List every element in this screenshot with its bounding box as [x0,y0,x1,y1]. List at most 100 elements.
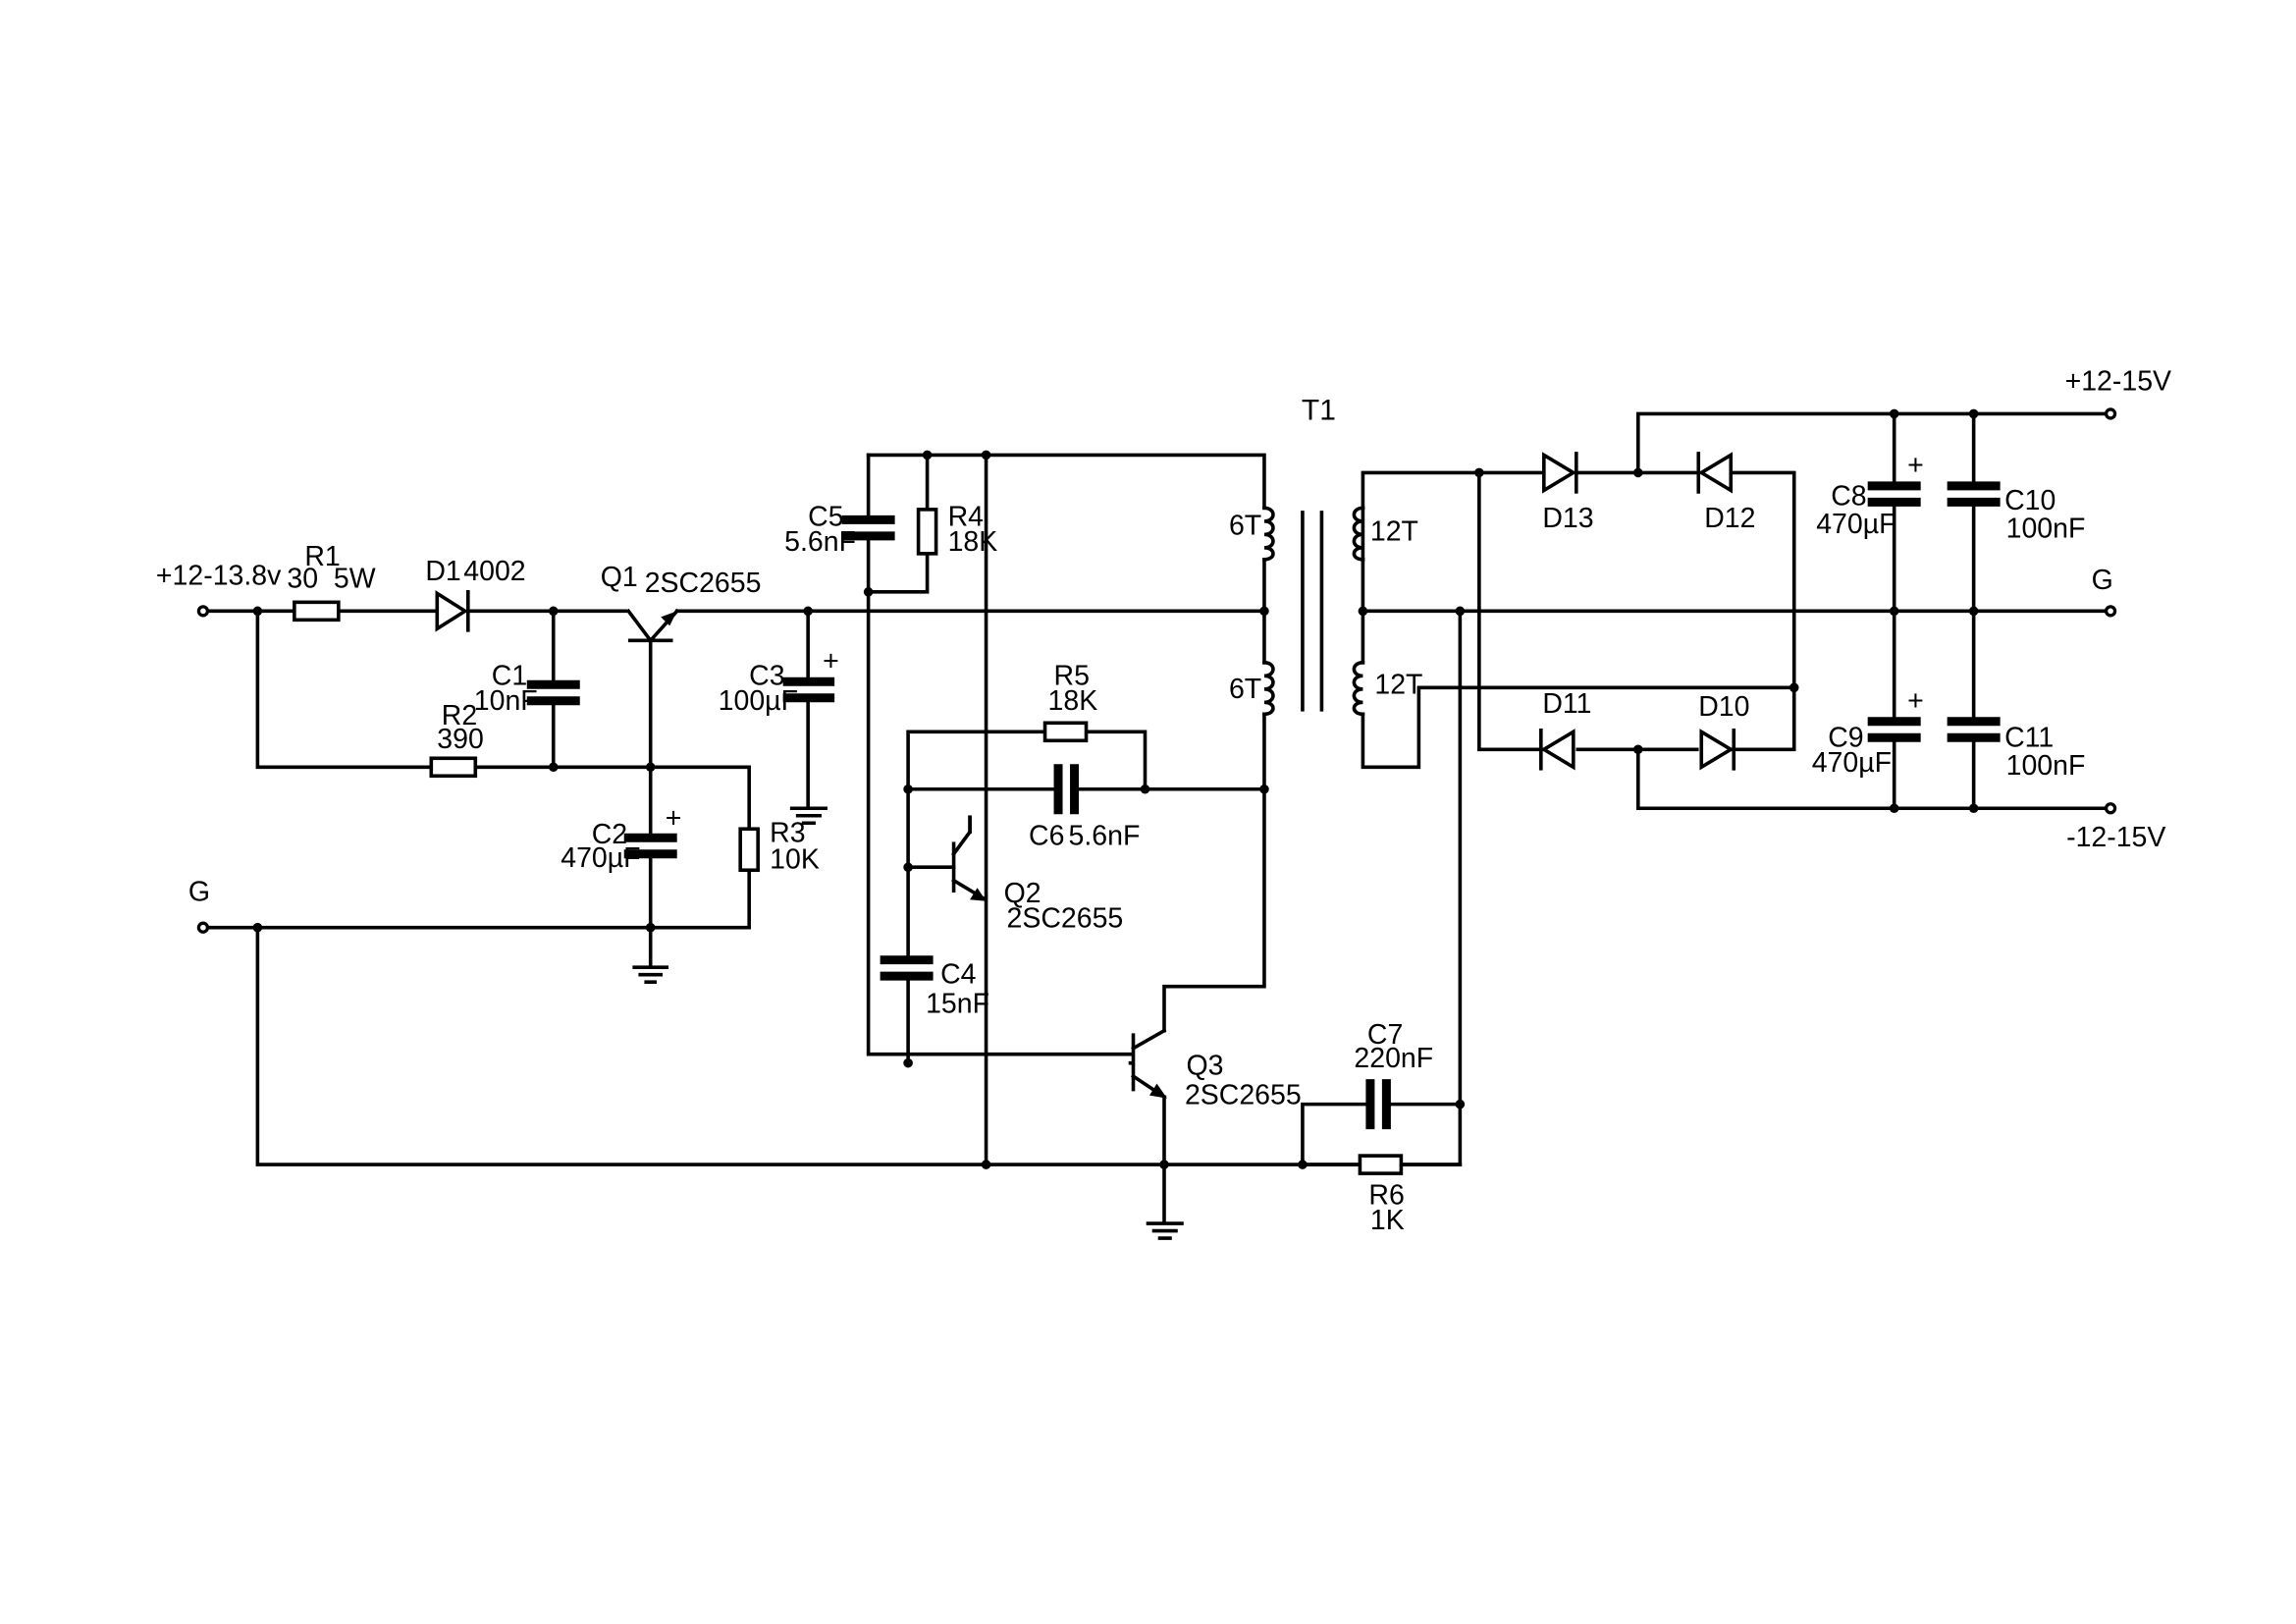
label-r3-ref: R3 [770,818,805,849]
label-c3-plus: + [823,645,839,677]
label-d12-ref: D12 [1704,503,1755,534]
label-t1-primary-top: 6T [1229,510,1261,541]
terminal-vin [196,605,210,618]
label-r4-value: 18K [948,526,998,558]
junctions [252,408,1979,1169]
capacitor-c2 [623,833,677,859]
label-d1-value: 4002 [463,556,525,587]
label-r3-value: 10K [770,844,820,876]
label-q2-value: 2SC2655 [1007,903,1124,935]
label-c4-value: 15nF [926,989,989,1020]
label-c10-ref: C10 [2004,485,2056,516]
transistors [625,608,1167,1100]
label-c9-plus: + [1907,685,1924,717]
resistors [293,508,1404,1175]
label-c8-plus: + [1907,450,1924,481]
capacitor-c4 [880,955,934,981]
ground-symbol-c2 [632,965,669,984]
capacitor-c3 [782,677,835,703]
label-c2-ref: C2 [592,819,627,850]
label-r1-value: 30 5W [287,563,375,594]
label-c3-ref: C3 [749,660,784,691]
diode-d13 [1542,452,1578,494]
label-c6-ref: C6 [1029,821,1064,852]
capacitor-c1 [526,679,580,706]
label-r4-ref: R4 [948,501,984,532]
label-c5-ref: C5 [808,501,843,532]
label-d1-ref: D1 [425,556,460,587]
ground-symbol-q3 [1146,1221,1184,1240]
capacitor-c10 [1947,481,2001,507]
label-q1-value: 2SC2655 [645,568,762,599]
label-c9-ref: C9 [1828,722,1863,753]
label-vpos-out: +12-15V [2065,365,2171,397]
transistor-q3 [1128,1028,1167,1100]
label-t1-primary-bottom: 6T [1229,674,1261,705]
diode-d1 [435,590,470,632]
label-c2-plus: + [666,803,682,835]
label-c11-ref: C11 [2004,722,2054,753]
terminal-gnd-in [196,921,210,934]
resistor-r5 [1042,721,1089,743]
label-c10-value: 100nF [2006,513,2086,544]
resistor-r3 [738,827,760,873]
label-r6-ref: R6 [1368,1180,1404,1212]
label-c9-value: 470µF [1812,747,1892,779]
transistor-q1 [625,608,680,644]
label-d10-ref: D10 [1698,691,1749,723]
capacitor-c8 [1867,481,1921,507]
capacitors [526,481,2001,1130]
label-gnd-out: G [2092,565,2113,596]
label-c7-ref: C7 [1367,1019,1403,1051]
transistor-q2 [951,815,987,901]
label-r1-ref: R1 [304,541,340,572]
ground-symbols [632,806,1184,1240]
terminal-vpos-out [2104,407,2117,420]
label-c3-value: 100µF [719,685,798,717]
label-vneg-out: -12-15V [2066,822,2165,853]
capacitor-c6 [1053,764,1080,815]
title-t1: T1 [1302,394,1336,426]
diode-d11 [1539,728,1575,771]
label-r2-ref: R2 [442,700,477,731]
transformer-t1 [1262,506,1365,717]
label-q3-ref: Q3 [1186,1051,1223,1082]
terminals [196,407,2117,934]
resistor-r4 [916,508,938,556]
label-r6-value: 1K [1370,1205,1405,1236]
capacitor-c7 [1365,1079,1391,1130]
label-r5-ref: R5 [1054,660,1090,691]
label-c8-ref: C8 [1831,480,1866,512]
label-gnd-in: G [188,877,210,908]
capacitor-c5 [841,514,895,541]
label-q3-value: 2SC2655 [1185,1080,1302,1111]
diode-d12 [1696,452,1734,494]
label-t1-secondary-bottom: 12T [1374,669,1422,700]
diodes [435,452,1736,771]
diode-d10 [1699,728,1736,771]
label-c11-value: 100nF [2006,750,2086,782]
resistor-r1 [293,600,341,623]
terminal-vneg-out [2104,802,2117,815]
label-c1-value: 10nF [474,685,538,717]
label-c2-value: 470µF [561,842,640,874]
label-r2-value: 390 [437,724,484,755]
ground-symbol-c3 [789,806,828,826]
label-r5-value: 18K [1048,685,1098,717]
label-vin: +12-13.8v [156,560,282,591]
resistor-r2 [429,756,478,779]
label-c5-value: 5.6nF [784,526,856,558]
label-c8-value: 470µF [1816,509,1896,540]
label-c6-value: 5.6nF [1069,821,1141,852]
resistor-r6 [1358,1154,1404,1175]
terminal-gnd-out [2104,605,2117,618]
label-q2-ref: Q2 [1004,878,1041,909]
label-c7-value: 220nF [1354,1043,1433,1074]
capacitor-c11 [1947,717,2001,742]
label-d11-ref: D11 [1542,688,1591,720]
label-q1-ref: Q1 [601,562,638,593]
capacitor-c9 [1867,717,1921,742]
label-d13-ref: D13 [1542,503,1593,534]
label-c1-ref: C1 [492,660,527,691]
